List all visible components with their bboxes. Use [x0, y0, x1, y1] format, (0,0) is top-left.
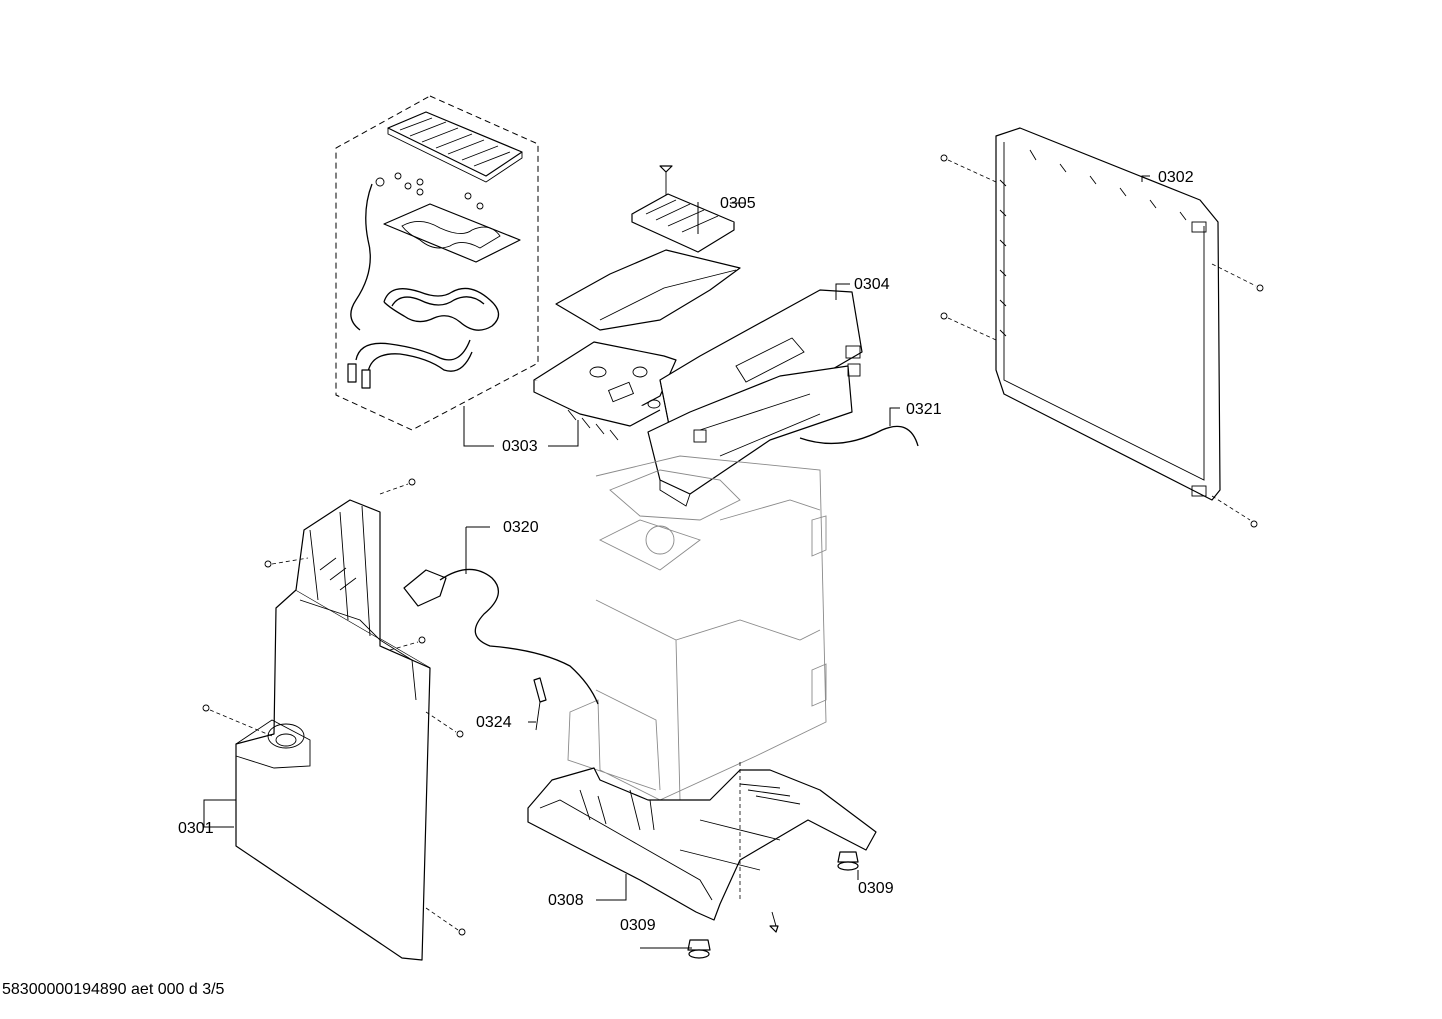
grill-heater-group — [335, 95, 539, 431]
base-frame — [527, 762, 877, 959]
top-panel-assembly — [533, 249, 863, 507]
label-0320: 0320 — [503, 519, 539, 536]
label-0309-right: 0309 — [858, 880, 894, 897]
label-0304: 0304 — [854, 276, 890, 293]
document-id-footer: 58300000194890 aet 000 d 3/5 — [2, 981, 225, 998]
side-panel-left — [202, 478, 466, 961]
screw-icon — [940, 154, 1264, 528]
side-panel-right — [940, 127, 1264, 528]
top-cover-insert — [631, 165, 735, 253]
leader-lines — [203, 175, 1150, 949]
label-0324: 0324 — [476, 714, 512, 731]
label-0321: 0321 — [906, 401, 942, 418]
label-0309-bottom: 0309 — [620, 917, 656, 934]
connection-cable — [799, 425, 919, 447]
label-0302: 0302 — [1158, 169, 1194, 186]
sensor — [533, 677, 547, 731]
label-0305: 0305 — [720, 195, 756, 212]
label-0303: 0303 — [502, 438, 538, 455]
power-cord — [403, 568, 599, 705]
housing-frame — [567, 455, 827, 801]
label-0301: 0301 — [178, 820, 214, 837]
screw-icon — [375, 172, 484, 210]
part-labels: 0303 0305 0304 0321 0302 0320 0324 0301 … — [178, 169, 1194, 934]
label-0308: 0308 — [548, 892, 584, 909]
screw-icon — [202, 478, 466, 936]
foot-icon — [687, 851, 859, 959]
